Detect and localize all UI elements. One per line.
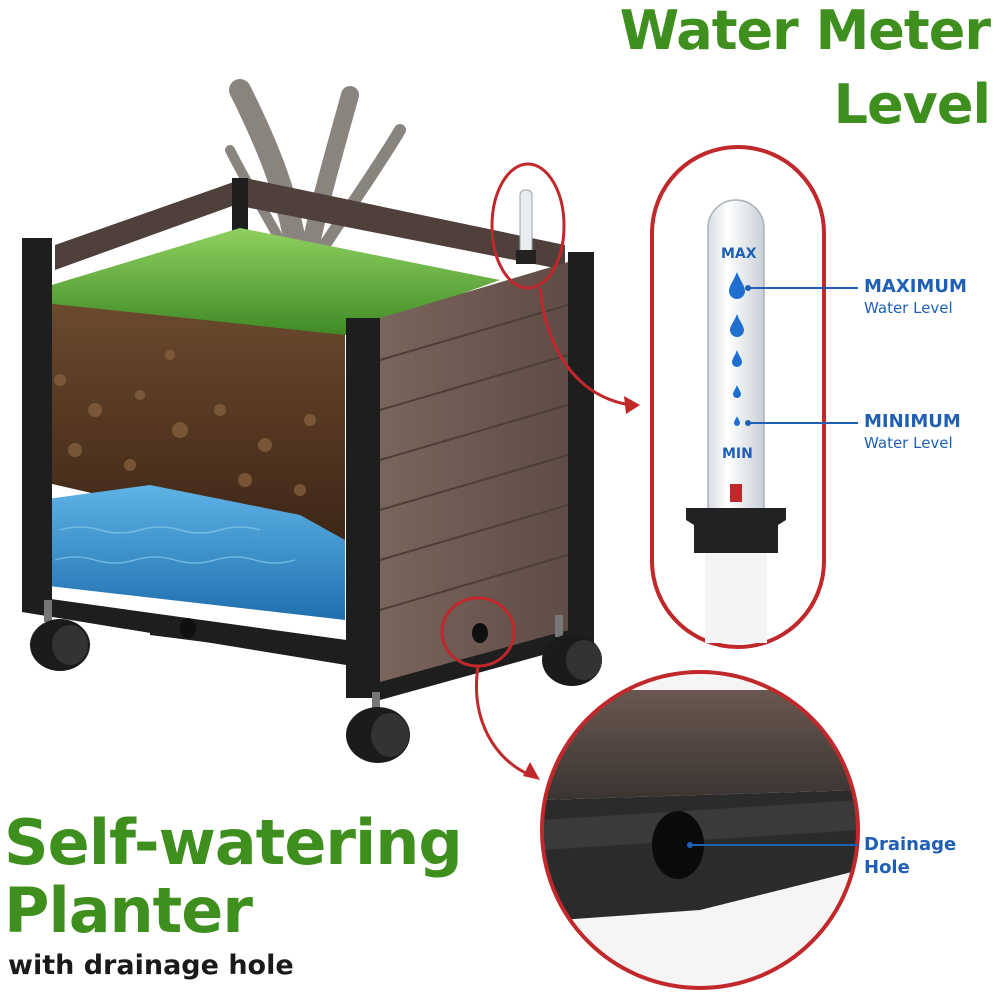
drainage-callout-line1: Drainage (864, 834, 957, 855)
minimum-callout-subtitle: Water Level (864, 433, 953, 452)
drainage-zoom (540, 670, 860, 990)
tube-pointer-dots (745, 285, 751, 426)
droplet-icons (729, 272, 745, 426)
arrow-heads (523, 396, 640, 780)
drain-pointer-dot (687, 842, 693, 848)
caster-wheels (30, 600, 602, 763)
headline-self-watering: Self-watering (4, 806, 463, 879)
minimum-callout-title: MINIMUM (864, 411, 961, 432)
tube-min-label: MIN (722, 446, 753, 462)
drainage-callout-line2: Hole (864, 856, 910, 878)
maximum-callout-title: MAXIMUM (864, 276, 967, 297)
water-ripples (54, 526, 296, 564)
headline-planter: Planter (4, 874, 253, 947)
headline-water-meter: Water Meter (619, 0, 991, 62)
headline-level: Level (833, 73, 991, 136)
soil-texture (54, 350, 316, 496)
maximum-callout: MAXIMUM Water Level (864, 276, 967, 317)
drain-hole-left (180, 618, 196, 638)
highlight-markers (440, 162, 631, 777)
headline-subtitle: with drainage hole (8, 950, 294, 981)
front-panel (379, 262, 569, 682)
soil-layer (35, 302, 345, 540)
grass-layer (35, 228, 500, 335)
water-reservoir (40, 485, 345, 620)
tube-pointer-lines (748, 287, 858, 424)
tube-max-label: MAX (721, 246, 757, 262)
drainage-callout: Drainage Hole (864, 834, 956, 879)
drain-hole-front (472, 623, 488, 643)
minimum-callout: MINIMUM Water Level (864, 411, 961, 452)
maximum-callout-subtitle: Water Level (864, 298, 953, 317)
mini-water-meter (516, 189, 536, 264)
planter-frame (22, 238, 594, 700)
